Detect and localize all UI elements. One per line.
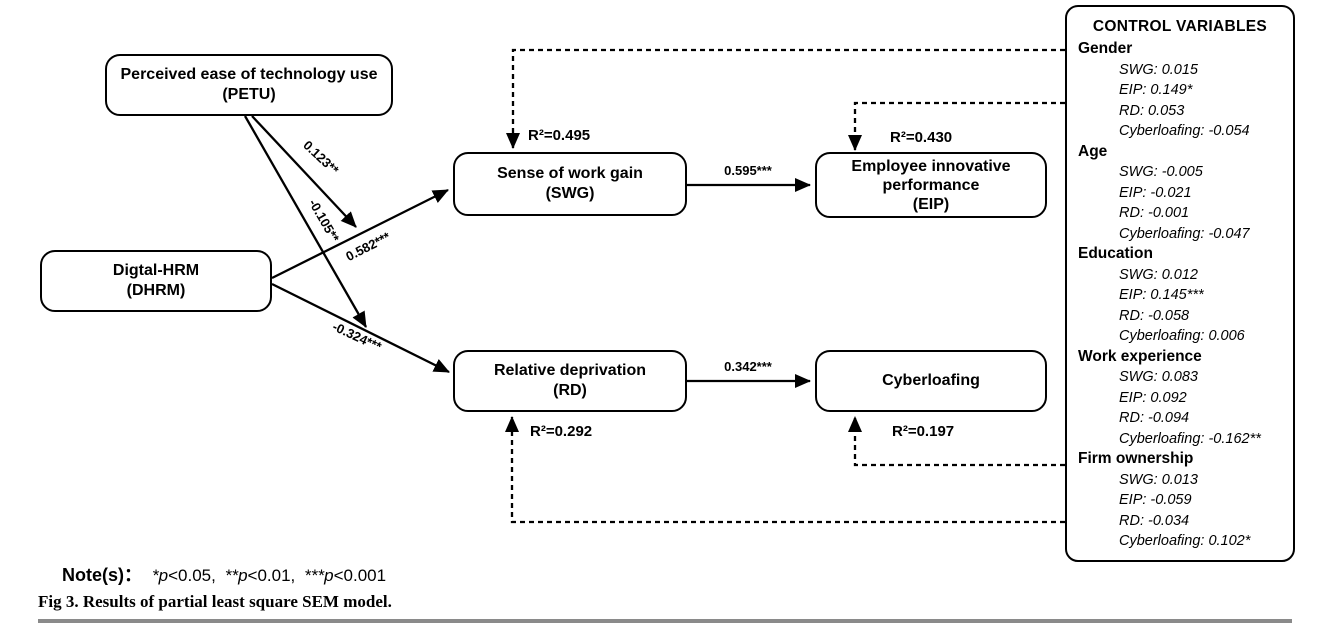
r2-swg: R²=0.495 xyxy=(528,127,591,144)
dashed-arrow-controls-to-cyberloafing xyxy=(848,416,1065,467)
arrow-dhrm-to-swg xyxy=(271,188,449,280)
control-group-firm-ownership: Firm ownership SWG: 0.013 EIP: -0.059 RD… xyxy=(1067,449,1293,552)
box-swg-name: Sense of work gain xyxy=(497,165,643,182)
box-petu-name: Perceived ease of technology use xyxy=(120,66,378,83)
control-group-age: Age SWG: -0.005 EIP: -0.021 RD: -0.001 C… xyxy=(1067,142,1293,245)
control-value: EIP: -0.021 xyxy=(1119,184,1192,201)
control-value: SWG: -0.005 xyxy=(1119,164,1203,180)
coef-rd-cyberloafing: 0.342*** xyxy=(724,359,772,374)
box-dhrm: Digtal-HRM (DHRM) xyxy=(40,250,272,312)
control-value: SWG: 0.015 xyxy=(1119,61,1198,78)
significance-note: Note(s)： *p<0.05, **p<0.01, ***p<0.001 xyxy=(62,561,395,587)
box-eip: Employee innovative performance (EIP) xyxy=(815,152,1047,218)
control-variables-title: CONTROL VARIABLES xyxy=(1092,18,1268,35)
control-group-gender: Gender SWG: 0.015 EIP: 0.149* RD: 0.053 … xyxy=(1067,39,1293,142)
bottom-divider xyxy=(38,619,1292,623)
control-value: Cyberloafing: 0.102* xyxy=(1119,533,1251,549)
box-swg: Sense of work gain (SWG) xyxy=(453,152,687,216)
box-rd: Relative deprivation (RD) xyxy=(453,350,687,412)
box-dhrm-abbr: (DHRM) xyxy=(126,282,186,299)
control-value: RD: -0.094 xyxy=(1119,410,1190,426)
control-group-work-experience: Work experience SWG: 0.083 EIP: 0.092 RD… xyxy=(1067,347,1293,450)
box-petu: Perceived ease of technology use (PETU) xyxy=(105,54,393,116)
control-value: RD: -0.034 xyxy=(1119,512,1190,529)
arrow-petu-moderation-on-dhrm-rd xyxy=(244,115,367,328)
control-group-name: Education xyxy=(1078,245,1153,262)
control-value: RD: -0.058 xyxy=(1119,307,1190,324)
control-variables-panel: CONTROL VARIABLES Gender SWG: 0.015 EIP:… xyxy=(1065,5,1295,562)
control-value: Cyberloafing: -0.162** xyxy=(1119,430,1261,447)
note-part: ***p<0.001 xyxy=(304,566,387,585)
figure-caption: Fig 3. Results of partial least square S… xyxy=(38,592,392,611)
box-cyberloafing-name: Cyberloafing xyxy=(882,372,980,389)
box-rd-name: Relative deprivation xyxy=(493,362,647,379)
control-value: RD: 0.053 xyxy=(1119,102,1185,119)
note-part: **p<0.01, xyxy=(224,566,296,585)
box-rd-abbr: (RD) xyxy=(553,382,587,399)
control-value: EIP: 0.145*** xyxy=(1119,287,1204,303)
dashed-arrow-controls-to-swg xyxy=(506,48,1065,149)
control-value: SWG: 0.013 xyxy=(1119,471,1198,488)
control-value: SWG: 0.012 xyxy=(1119,266,1198,283)
control-group-name: Work experience xyxy=(1078,347,1202,365)
dashed-arrow-controls-to-eip xyxy=(848,101,1065,151)
control-group-name: Firm ownership xyxy=(1078,450,1194,467)
control-value: Cyberloafing: -0.047 xyxy=(1119,225,1250,242)
control-value: Cyberloafing: -0.054 xyxy=(1119,123,1250,139)
control-value: RD: -0.001 xyxy=(1119,205,1190,221)
control-group-name: Gender xyxy=(1078,40,1133,57)
box-eip-name: Employee innovative performance xyxy=(851,157,1011,194)
box-swg-abbr: (SWG) xyxy=(545,185,595,202)
box-petu-abbr: (PETU) xyxy=(222,86,276,103)
coef-swg-eip: 0.595*** xyxy=(724,163,772,178)
control-value: EIP: 0.149* xyxy=(1119,82,1193,98)
box-eip-abbr: (EIP) xyxy=(912,195,950,213)
note-part: *p<0.05, xyxy=(152,566,216,585)
r2-eip: R²=0.430 xyxy=(890,129,953,146)
arrow-dhrm-to-rd xyxy=(271,282,450,374)
control-value: EIP: 0.092 xyxy=(1119,389,1187,406)
r2-cyberloafing: R²=0.197 xyxy=(892,423,955,440)
control-value: EIP: -0.059 xyxy=(1119,492,1192,508)
box-dhrm-name: Digtal-HRM xyxy=(112,262,200,279)
r2-rd: R²=0.292 xyxy=(530,423,593,440)
arrow-petu-moderation-on-dhrm-swg xyxy=(251,115,357,228)
control-group-name: Age xyxy=(1078,142,1108,160)
note-label: Note(s)： xyxy=(62,565,142,585)
dashed-arrow-controls-to-rd xyxy=(505,416,1065,524)
control-value: SWG: 0.083 xyxy=(1119,369,1198,385)
control-group-education: Education SWG: 0.012 EIP: 0.145*** RD: -… xyxy=(1067,244,1293,347)
box-cyberloafing: Cyberloafing xyxy=(815,350,1047,412)
control-value: Cyberloafing: 0.006 xyxy=(1119,328,1245,344)
